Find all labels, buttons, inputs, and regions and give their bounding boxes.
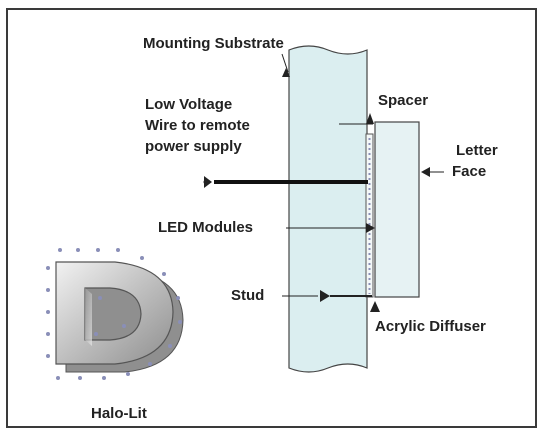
spacer-label: Spacer — [378, 92, 429, 109]
wire-label-line1: Low Voltage — [145, 96, 233, 113]
wire-label-line2: Wire to remote — [145, 117, 250, 134]
halo-lit-letter-d — [55, 261, 184, 373]
stud-arrow — [320, 290, 330, 302]
mounting-substrate-label: Mounting Substrate — [143, 35, 284, 52]
halo-lit-label: Halo-Lit — [91, 405, 147, 422]
led-modules-label: LED Modules — [158, 219, 254, 236]
stud-label: Stud — [231, 287, 265, 304]
led-modules-arrow — [366, 223, 375, 233]
letter-face — [374, 121, 420, 298]
mounting-substrate — [288, 45, 368, 373]
letter-face-label-line1: Letter — [456, 142, 498, 159]
halo-led-dots — [46, 248, 182, 380]
diffuser-arrow — [370, 301, 380, 312]
letter-face-arrow — [421, 167, 430, 177]
letter-face-label-line2: Face — [452, 163, 487, 180]
acrylic-diffuser-label: Acrylic Diffuser — [375, 318, 486, 335]
wire-label-line3: power supply — [145, 138, 242, 155]
substrate-leader — [281, 53, 289, 73]
substrate-arrow — [282, 68, 290, 77]
spacer-arrow — [366, 113, 374, 124]
